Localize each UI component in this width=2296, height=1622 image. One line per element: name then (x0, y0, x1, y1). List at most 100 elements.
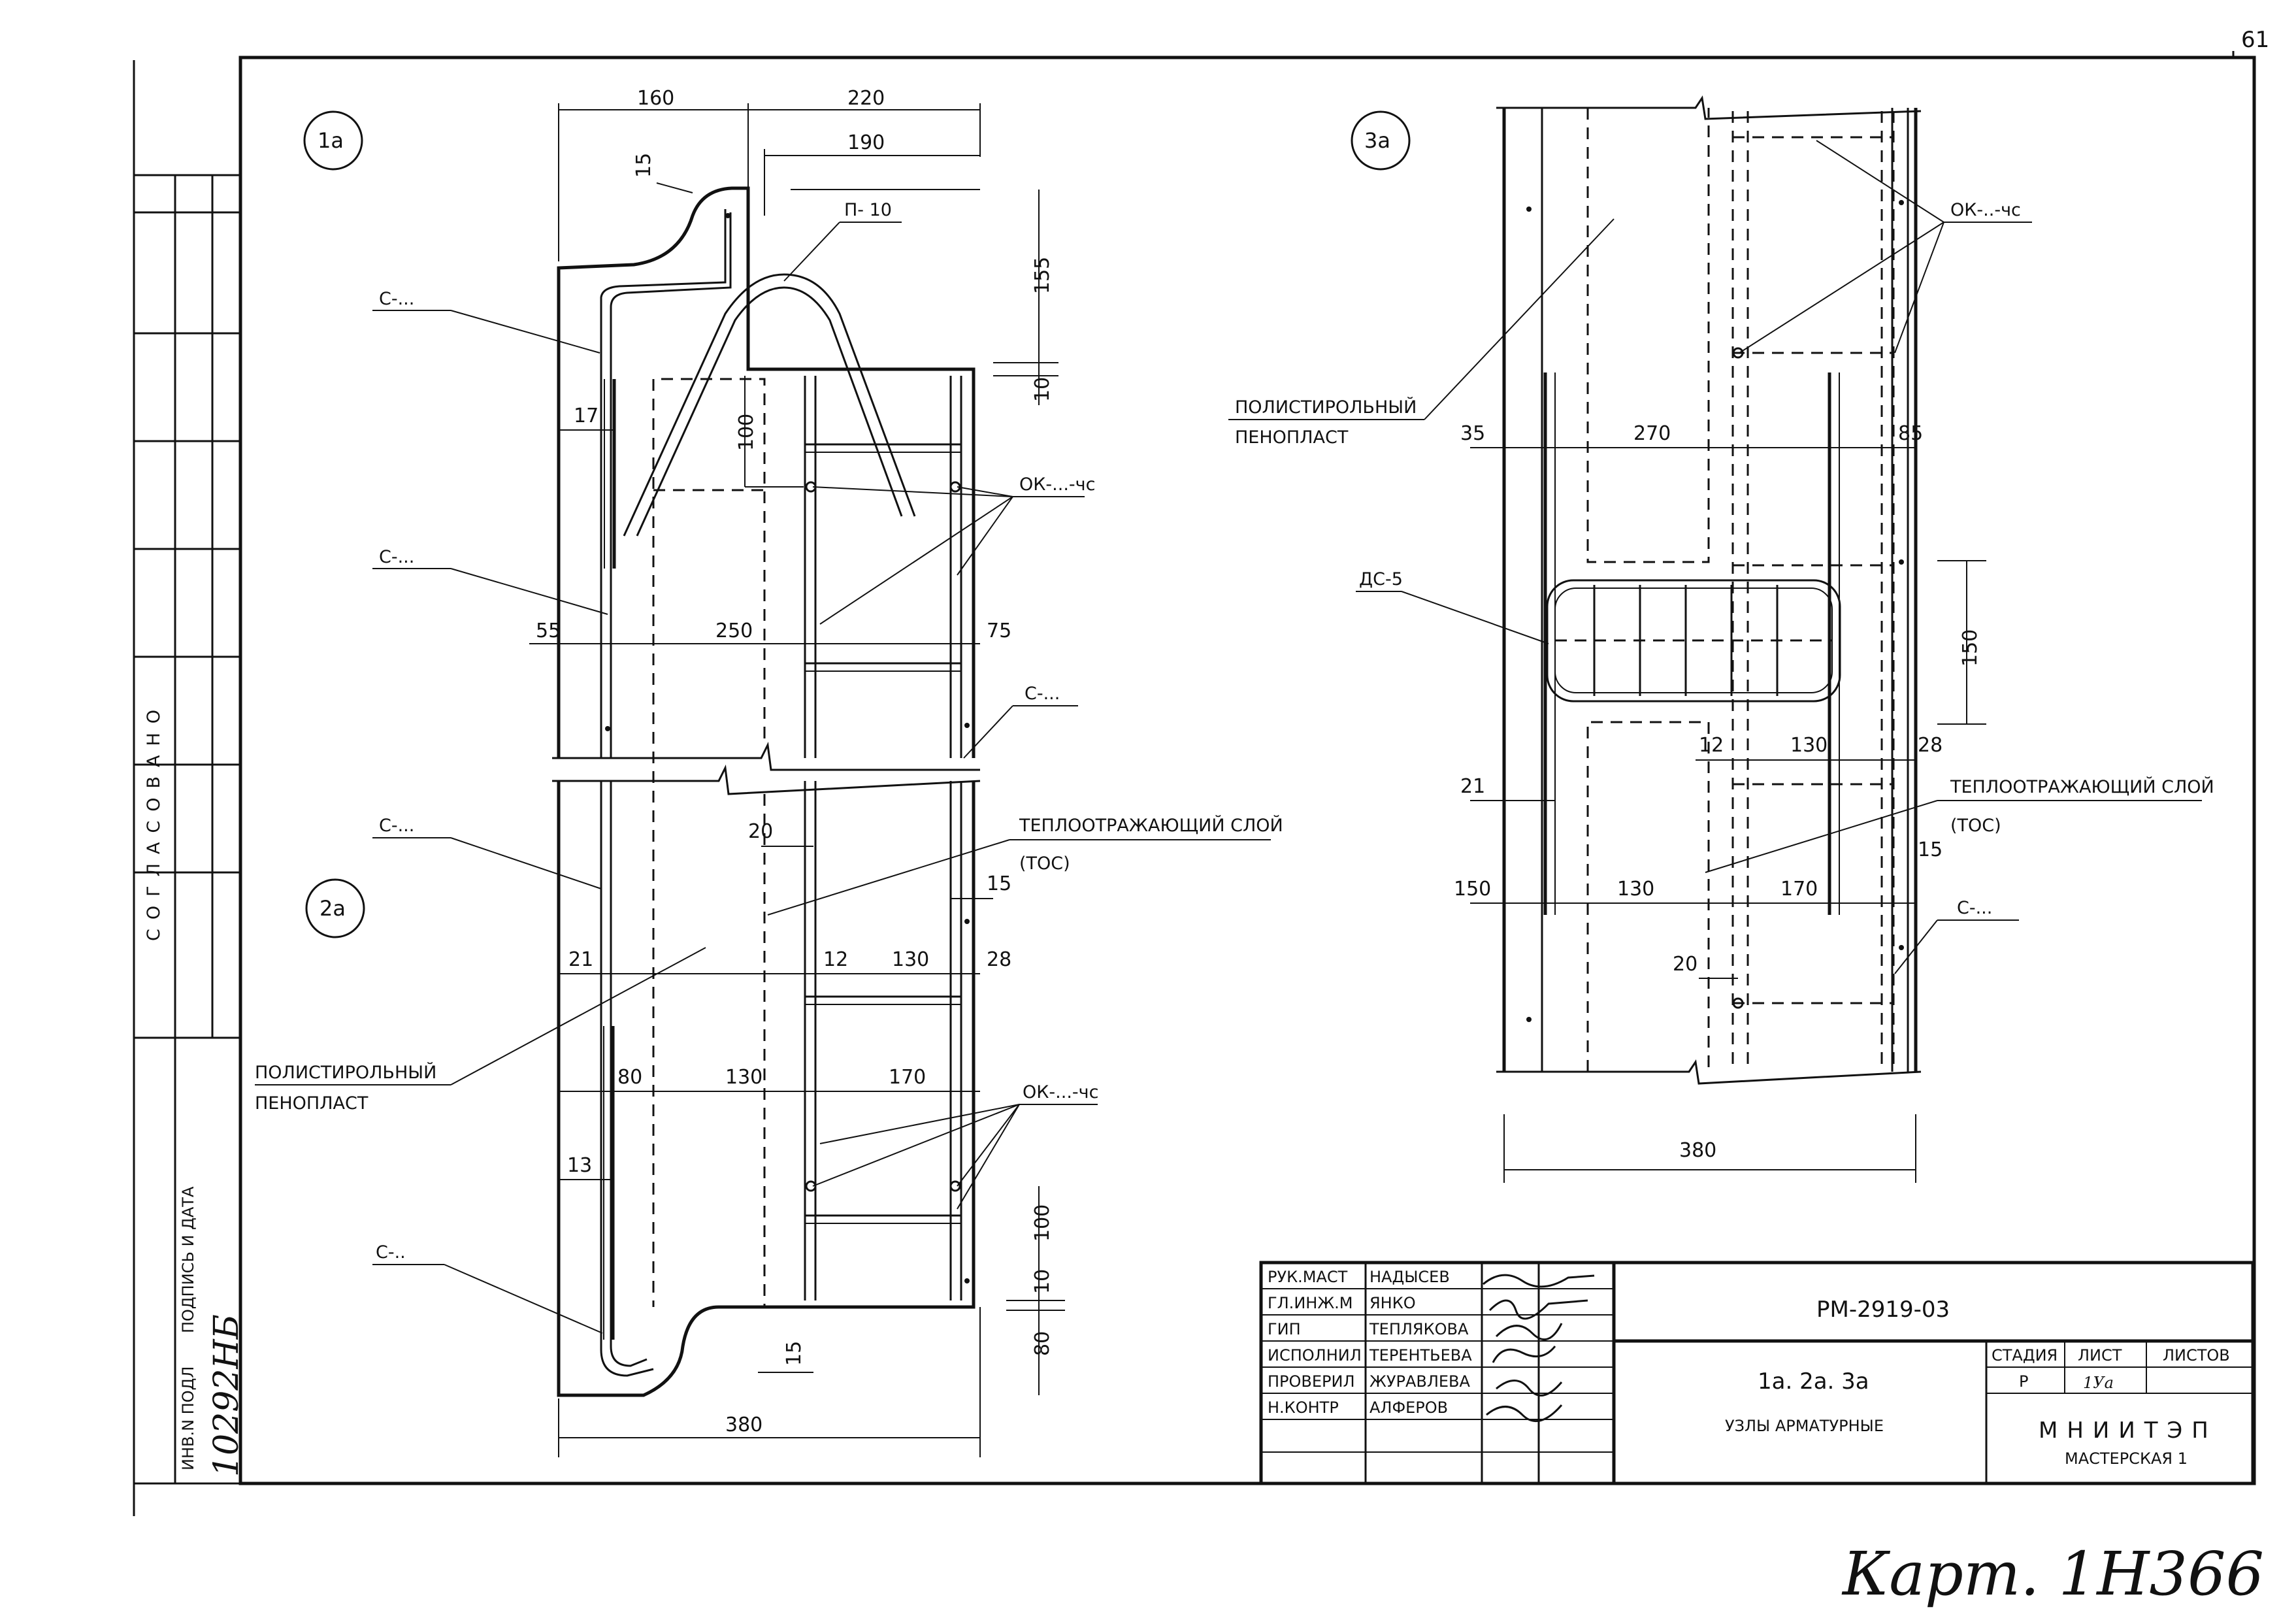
dim-190: 190 (847, 131, 885, 154)
stamp-inv-no: ИНВ.N ПОДЛ (179, 1366, 197, 1470)
document-code: РМ-2919-03 (1816, 1297, 1950, 1323)
label-ok-1: ОК-...-чс (1019, 474, 1095, 495)
label-tos-1: ТЕПЛООТРАЖАЮЩИЙ СЛОЙ (1019, 815, 1283, 836)
role-5: ПРОВЕРИЛ (1268, 1372, 1355, 1391)
side-stamp (133, 174, 242, 1485)
label-ds5: ДС-5 (1359, 569, 1403, 589)
node-1a-label: 1а (318, 128, 344, 153)
dim-28: 28 (987, 948, 1011, 971)
stamp-sign-date: ПОДПИСЬ И ДАТА (179, 1186, 197, 1333)
stamp-inv-value: 10292НБ (207, 1314, 246, 1477)
label-tos-2: (ТОС) (1019, 853, 1070, 874)
dim-20-left: 20 (748, 820, 773, 843)
label-c-5: С-.. (376, 1242, 406, 1263)
dim-130-right-bottom: 130 (1617, 878, 1654, 901)
dimension-texts-right: 35 270 85 150 12 130 28 21 150 130 170 1… (1454, 422, 1982, 1162)
stamp-agreed: СОГЛАСОВАНО (144, 701, 164, 941)
label-tos-right-1: ТЕПЛООТРАЖАЮЩИЙ СЛОЙ (1950, 776, 2214, 797)
dimension-lines-right (1470, 447, 1986, 1183)
label-c-3: С-... (1025, 684, 1060, 704)
dim-150-right: 150 (1959, 629, 1982, 667)
dim-15-right: 15 (1918, 838, 1943, 861)
dim-155: 155 (1031, 257, 1054, 294)
name-3: ТЕПЛЯКОВА (1369, 1320, 1469, 1338)
dim-35: 35 (1460, 422, 1485, 445)
label-pp-1: ПОЛИСТИРОЛЬНЫЙ (255, 1062, 436, 1083)
label-pp-right-1: ПОЛИСТИРОЛЬНЫЙ (1235, 397, 1417, 418)
dim-17: 17 (574, 405, 599, 427)
role-2: ГЛ.ИНЖ.М (1268, 1294, 1353, 1312)
dimension-texts-left: 160 220 190 15 155 10 17 100 55 250 75 2… (536, 87, 1054, 1436)
leaders-left (255, 222, 1271, 1334)
signatures (1483, 1274, 1595, 1422)
role-4: ИСПОЛНИЛ (1268, 1346, 1362, 1365)
dim-55: 55 (536, 620, 561, 642)
labels-left: С-... С-... С-... С-... С-.. П- 10 ОК-..… (255, 200, 1283, 1263)
role-3: ГИП (1268, 1320, 1301, 1338)
drawing-title-nodes: 1а. 2а. 3а (1758, 1368, 1869, 1395)
dim-270: 270 (1633, 422, 1671, 445)
name-5: ЖУРАВЛЕВА (1369, 1372, 1471, 1391)
role-6: Н.КОНТР (1268, 1399, 1339, 1417)
wall-panel-left (552, 186, 981, 1397)
dim-75: 75 (987, 620, 1011, 642)
dim-12-right: 12 (1699, 734, 1724, 757)
sheets-header: ЛИСТОВ (2163, 1346, 2230, 1365)
dim-28-right: 28 (1918, 734, 1943, 757)
dim-10-bottom: 10 (1031, 1269, 1054, 1294)
stage-value: Р (2019, 1372, 2028, 1391)
wall-panel-right (1496, 95, 1922, 1085)
organization: МНИИТЭП (2039, 1417, 2218, 1444)
dim-380-left: 380 (725, 1414, 763, 1436)
dim-15-top: 15 (632, 153, 655, 178)
dim-80: 80 (617, 1066, 642, 1089)
dim-170: 170 (889, 1066, 926, 1089)
dim-380-right: 380 (1679, 1139, 1716, 1162)
dim-130-top: 130 (892, 948, 929, 971)
drawing-title: УЗЛЫ АРМАТУРНЫЕ (1725, 1417, 1884, 1435)
dim-85: 85 (1898, 422, 1923, 445)
name-4: ТЕРЕНТЬЕВА (1369, 1346, 1472, 1365)
dim-250: 250 (715, 620, 753, 642)
label-c-1: С-... (379, 289, 414, 309)
dim-150-left: 150 (1454, 878, 1491, 901)
name-6: АЛФЕРОВ (1369, 1399, 1448, 1417)
dim-15-mid: 15 (987, 872, 1011, 895)
leaders-right (1228, 140, 2202, 974)
labels-right: ОК-..-чс ПОЛИСТИРОЛЬНЫЙ ПЕНОПЛАСТ ДС-5 Т… (1235, 200, 2214, 918)
dim-15-bottom: 15 (783, 1341, 806, 1366)
dim-130-right-top: 130 (1790, 734, 1828, 757)
node-3a-circle (1351, 110, 1411, 171)
title-block (1259, 1261, 2255, 1485)
node-2a-label: 2а (320, 896, 346, 921)
dim-10-top: 10 (1031, 377, 1054, 402)
node-circles-left (303, 110, 365, 938)
label-pp-right-2: ПЕНОПЛАСТ (1235, 427, 1349, 448)
dim-100-top: 100 (735, 414, 758, 451)
organization-workshop: МАСТЕРСКАЯ 1 (2065, 1449, 2188, 1468)
sheet-number: 61 (2241, 27, 2269, 53)
dim-80-bottom: 80 (1031, 1331, 1054, 1356)
dim-130-bottom: 130 (725, 1066, 763, 1089)
dim-100-bottom: 100 (1031, 1204, 1054, 1242)
label-pp-2: ПЕНОПЛАСТ (255, 1093, 369, 1114)
role-1: РУК.МАСТ (1268, 1268, 1348, 1286)
sheet-header: ЛИСТ (2078, 1346, 2122, 1365)
dimension-lines-left (529, 103, 1065, 1457)
label-ok-right: ОК-..-чс (1950, 200, 2021, 220)
name-2: ЯНКО (1369, 1294, 1416, 1312)
dim-160: 160 (637, 87, 674, 110)
label-c-2: С-... (379, 547, 414, 567)
dim-12: 12 (823, 948, 848, 971)
label-c-right: С-... (1957, 898, 1992, 918)
title-block-names: НАДЫСЕВ ЯНКО ТЕПЛЯКОВА ТЕРЕНТЬЕВА ЖУРАВЛ… (1369, 1268, 1472, 1417)
label-p: П- 10 (844, 200, 892, 220)
dim-220: 220 (847, 87, 885, 110)
archive-note: Карт. 1Н366 (1841, 1539, 2264, 1609)
sheet-value: 1Уа (2083, 1374, 2114, 1392)
label-tos-right-2: (ТОС) (1950, 816, 2001, 836)
dim-170-right: 170 (1780, 878, 1818, 901)
title-block-roles: РУК.МАСТ ГЛ.ИНЖ.М ГИП ИСПОЛНИЛ ПРОВЕРИЛ … (1268, 1268, 1362, 1417)
dim-13: 13 (567, 1154, 592, 1177)
